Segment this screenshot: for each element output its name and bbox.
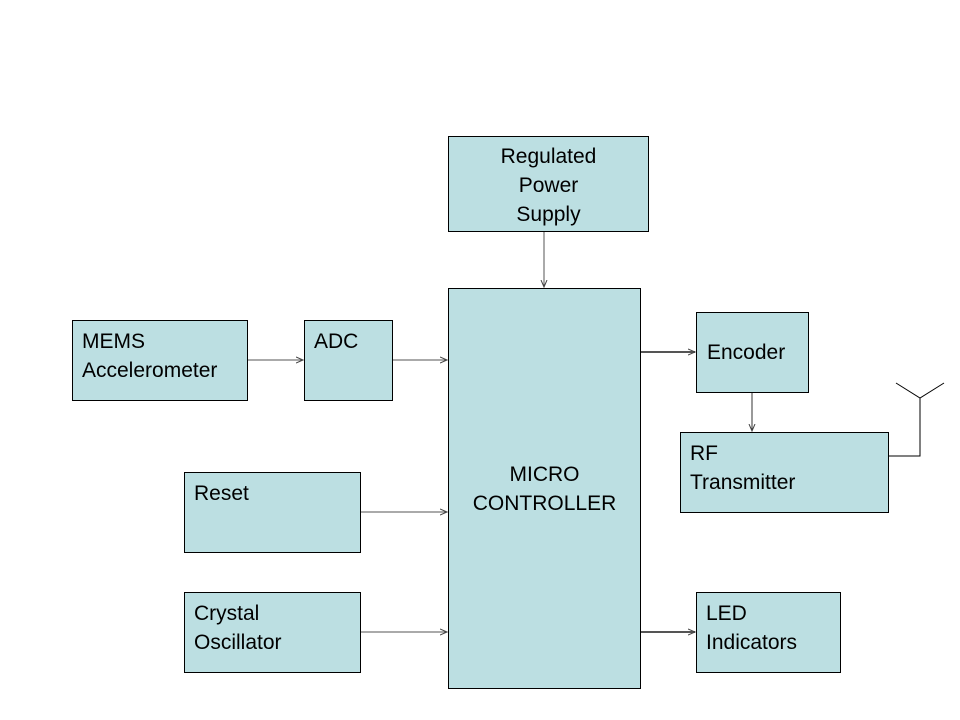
- block-label: CONTROLLER: [472, 491, 617, 515]
- block-label: Power: [518, 174, 579, 197]
- block-crystal-oscillator: Crystal Oscillator: [184, 592, 361, 673]
- block-adc: ADC: [304, 320, 393, 401]
- block-microcontroller: MICRO CONTROLLER: [448, 288, 641, 689]
- block-led-indicators: LED Indicators: [696, 592, 841, 673]
- block-label: Indicators: [706, 631, 798, 654]
- block-label: Accelerometer: [82, 359, 218, 382]
- block-label: RF: [690, 442, 718, 465]
- block-label: Oscillator: [194, 631, 282, 654]
- block-mems-accelerometer: MEMS Accelerometer: [72, 320, 248, 401]
- rf-to-antenna-wire: [888, 398, 921, 457]
- antenna-icon: [895, 382, 945, 399]
- block-label: ADC: [314, 330, 359, 353]
- block-label: Transmitter: [690, 471, 796, 494]
- block-label: Supply: [516, 203, 581, 226]
- block-label: MICRO: [509, 462, 580, 486]
- block-encoder: Encoder: [696, 312, 809, 393]
- block-label: MEMS: [82, 330, 145, 353]
- block-rf-transmitter: RF Transmitter: [680, 432, 889, 513]
- block-regulated-power-supply: Regulated Power Supply: [448, 136, 649, 232]
- block-label: Regulated: [500, 145, 597, 168]
- block-label: Encoder: [707, 341, 786, 364]
- block-reset: Reset: [184, 472, 361, 553]
- block-label: Crystal: [194, 602, 260, 625]
- block-label: LED: [706, 602, 747, 625]
- block-label: Reset: [194, 482, 249, 505]
